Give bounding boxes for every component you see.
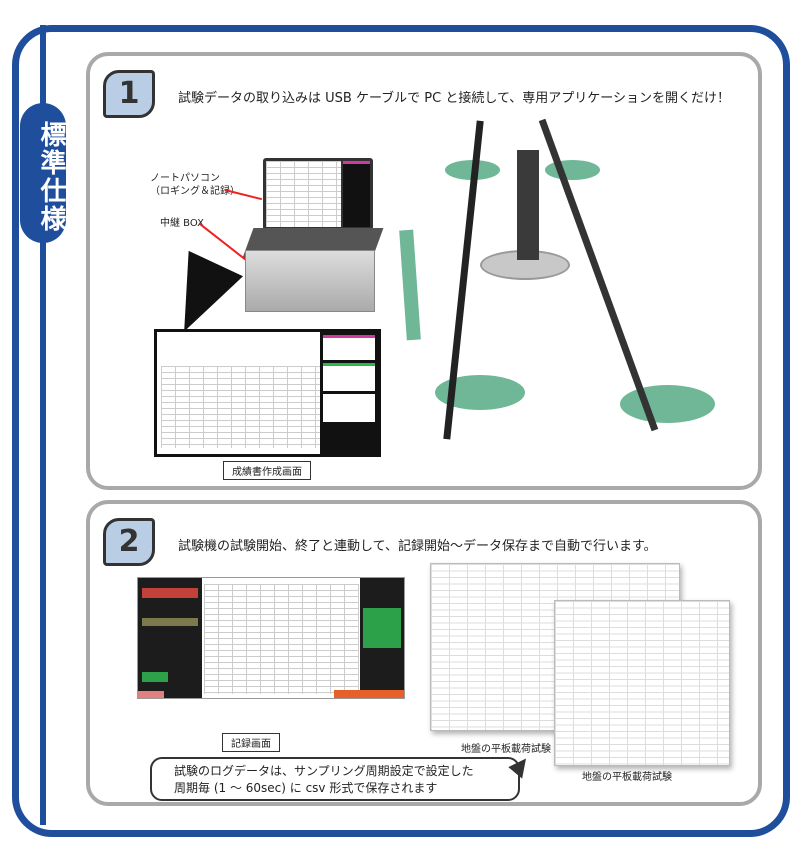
csv-sheet-1-caption: 地盤の平板載荷試験 <box>461 744 551 755</box>
record-screen-caption: 記録画面 <box>222 733 280 752</box>
report-screen-caption: 成績書作成画面 <box>223 461 311 480</box>
laptop-label: ノートパソコン （ロギング＆記録） <box>150 172 240 198</box>
side-line <box>40 25 46 825</box>
csv-sheet-2 <box>554 600 730 766</box>
laptop-label-line1: ノートパソコン <box>150 173 220 184</box>
record-screen <box>137 577 405 699</box>
csv-sheet-2-caption: 地盤の平板載荷試験 <box>582 772 672 783</box>
box-label: 中継 BOX <box>160 218 204 229</box>
relay-box-photo <box>245 250 375 312</box>
laptop-label-line2: （ロギング＆記録） <box>150 186 240 197</box>
section-1-heading: 試験データの取り込みは USB ケーブルで PC と接続して、専用アプリケーショ… <box>178 91 731 106</box>
note-bubble: 試験のログデータは、サンプリング周期設定で設定した 周期毎 (1 ～ 60sec… <box>150 757 520 801</box>
section-1-number: 1 <box>103 70 155 118</box>
note-line-2: 周期毎 (1 ～ 60sec) に csv 形式で保存されます <box>174 781 438 795</box>
side-label: 標準仕様 <box>20 103 66 243</box>
laptop-photo <box>263 158 373 230</box>
report-screen <box>154 329 381 457</box>
section-2-heading: 試験機の試験開始、終了と連動して、記録開始～データ保存まで自動で行います。 <box>178 539 657 554</box>
apparatus-photo <box>395 110 735 460</box>
section-2-number: 2 <box>103 518 155 566</box>
outer-frame <box>12 25 790 837</box>
note-line-1: 試験のログデータは、サンプリング周期設定で設定した <box>174 764 474 778</box>
